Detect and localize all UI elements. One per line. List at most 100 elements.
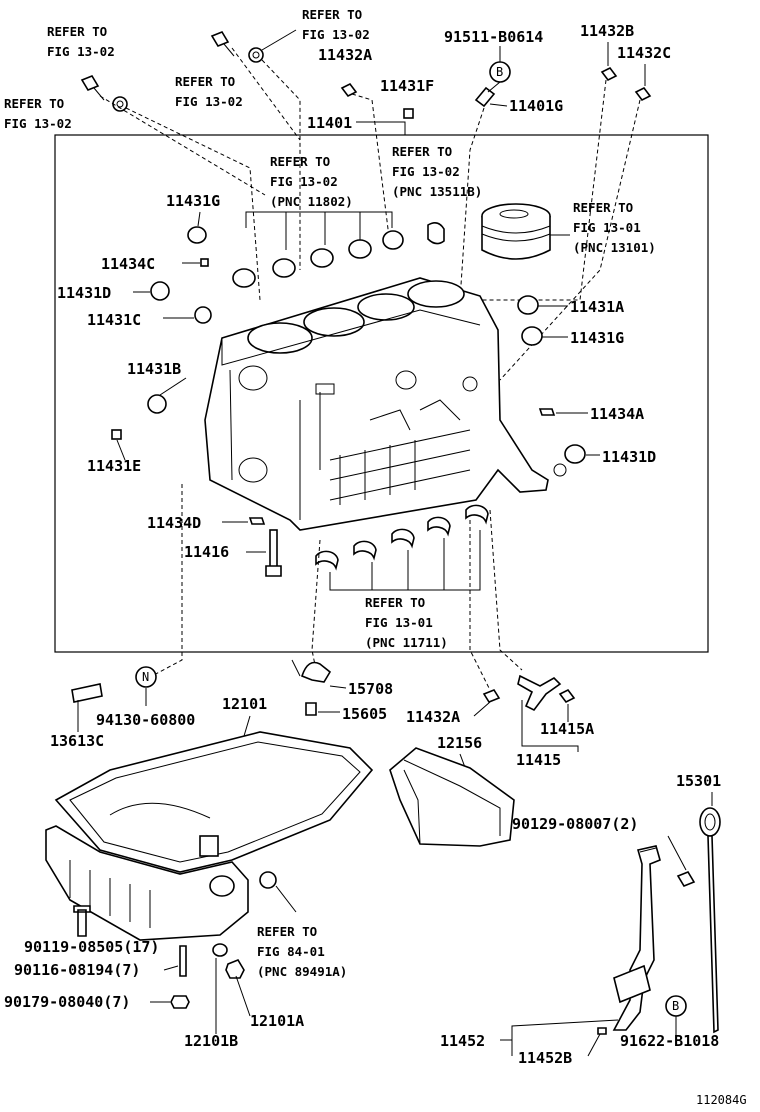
label-refer-fig1302-c2: FIG 13-02 bbox=[175, 94, 243, 109]
label-11434C: 11434C bbox=[101, 255, 155, 273]
oil-jet-15708 bbox=[291, 659, 332, 683]
bolt-90119 bbox=[73, 905, 91, 937]
block-frame bbox=[54, 134, 709, 653]
label-11432A-top: 11432A bbox=[318, 46, 372, 64]
label-ref-13511-1: REFER TO bbox=[392, 144, 452, 159]
oring-11452B bbox=[597, 1027, 607, 1035]
label-ref-11802-2: FIG 13-02 bbox=[270, 174, 338, 189]
plug-11431D-right bbox=[564, 444, 586, 464]
cylinder-block-11401 bbox=[204, 277, 567, 531]
label-11434D: 11434D bbox=[147, 514, 201, 532]
label-90116: 90116-08194(7) bbox=[14, 961, 140, 979]
label-refer-fig1302-a: REFER TO bbox=[47, 24, 107, 39]
gasket-12101B bbox=[212, 943, 228, 957]
label-13613C: 13613C bbox=[50, 732, 104, 750]
plug-11431A bbox=[517, 295, 539, 315]
lower-bearings bbox=[315, 504, 489, 571]
label-refer-fig1302-b: REFER TO bbox=[4, 96, 64, 111]
label-ref-13101-3: (PNC 13101) bbox=[573, 240, 656, 255]
label-ref-11711-2: FIG 13-01 bbox=[365, 615, 433, 630]
label-refer-fig1302-a2: FIG 13-02 bbox=[47, 44, 115, 59]
dipstick-15301 bbox=[699, 807, 721, 1034]
baffle-12156 bbox=[389, 747, 515, 847]
label-refer-fig1302-c: REFER TO bbox=[175, 74, 235, 89]
label-ref-89491-1: REFER TO bbox=[257, 924, 317, 939]
svg-text:B: B bbox=[496, 65, 503, 79]
footer-code: 112084G bbox=[696, 1093, 747, 1107]
label-11432C: 11432C bbox=[617, 44, 671, 62]
pin-11434D bbox=[248, 517, 266, 525]
label-90129: 90129-08007(2) bbox=[512, 815, 638, 833]
dipstick-guide-11452 bbox=[612, 845, 661, 1031]
plug-11431G-right bbox=[521, 326, 543, 346]
label-15605: 15605 bbox=[342, 705, 387, 723]
piston-13101 bbox=[481, 203, 551, 260]
label-refer-fig1302-d2: FIG 13-02 bbox=[302, 27, 370, 42]
label-12101: 12101 bbox=[222, 695, 267, 713]
label-11434A: 11434A bbox=[590, 405, 644, 423]
callout-B-bottom: B bbox=[665, 995, 687, 1017]
label-11431F: 11431F bbox=[380, 77, 434, 95]
label-11452: 11452 bbox=[440, 1032, 485, 1050]
plug-11431E bbox=[111, 429, 122, 440]
label-11431A: 11431A bbox=[570, 298, 624, 316]
nozzle-11401G bbox=[474, 86, 496, 108]
plug-12101A bbox=[225, 959, 245, 979]
bolt-11432A-bottom bbox=[482, 689, 501, 703]
label-ref-11802-1: REFER TO bbox=[270, 154, 330, 169]
bolt-15605 bbox=[305, 702, 317, 716]
svg-text:N: N bbox=[142, 670, 149, 684]
label-11415A: 11415A bbox=[540, 720, 594, 738]
bolt-90129 bbox=[676, 871, 696, 887]
nut-90179 bbox=[170, 995, 190, 1009]
label-11431B: 11431B bbox=[127, 360, 181, 378]
bolt-11416 bbox=[265, 529, 282, 577]
label-11431D-right: 11431D bbox=[602, 448, 656, 466]
label-12101A: 12101A bbox=[250, 1012, 304, 1030]
pin-11434A bbox=[538, 408, 556, 416]
plug-11431C bbox=[194, 306, 212, 324]
gasket-89491A bbox=[259, 871, 277, 889]
label-11431G-right: 11431G bbox=[570, 329, 624, 347]
svg-text:B: B bbox=[672, 999, 679, 1013]
label-ref-11711-3: (PNC 11711) bbox=[365, 635, 448, 650]
label-ref-11711-1: REFER TO bbox=[365, 595, 425, 610]
label-ref-89491-2: FIG 84-01 bbox=[257, 944, 325, 959]
plug-11431B bbox=[147, 394, 167, 414]
label-11432A-bottom: 11432A bbox=[406, 708, 460, 726]
label-11431C: 11431C bbox=[87, 311, 141, 329]
label-11415: 11415 bbox=[516, 751, 561, 769]
label-12156: 12156 bbox=[437, 734, 482, 752]
bolt-11432C bbox=[634, 86, 652, 102]
label-11431D-left: 11431D bbox=[57, 284, 111, 302]
label-91511: 91511-B0614 bbox=[444, 28, 543, 46]
union-11415 bbox=[517, 674, 576, 712]
plug-11431F bbox=[403, 108, 414, 119]
label-11432B: 11432B bbox=[580, 22, 634, 40]
label-12101B: 12101B bbox=[184, 1032, 238, 1050]
plug-11431D-left bbox=[150, 281, 170, 301]
label-90179: 90179-08040(7) bbox=[4, 993, 130, 1011]
label-ref-13101-1: REFER TO bbox=[573, 200, 633, 215]
callout-B-top: B bbox=[489, 61, 511, 83]
label-11431E: 11431E bbox=[87, 457, 141, 475]
label-11401G: 11401G bbox=[509, 97, 563, 115]
oil-pan-12101 bbox=[45, 731, 374, 941]
callout-N: N bbox=[135, 666, 157, 688]
label-ref-13101-2: FIG 13-01 bbox=[573, 220, 641, 235]
label-11401: 11401 bbox=[307, 114, 352, 132]
label-90119: 90119-08505(17) bbox=[24, 938, 159, 956]
piston-pin-13511B bbox=[427, 221, 445, 245]
label-ref-13511-3: (PNC 13511B) bbox=[392, 184, 482, 199]
plug-11431G-left bbox=[187, 226, 207, 244]
label-15301: 15301 bbox=[676, 772, 721, 790]
label-11431G-left: 11431G bbox=[166, 192, 220, 210]
label-ref-11802-3: (PNC 11802) bbox=[270, 194, 353, 209]
label-11452B: 11452B bbox=[518, 1049, 572, 1067]
label-refer-fig1302-b2: FIG 13-02 bbox=[4, 116, 72, 131]
label-11416: 11416 bbox=[184, 543, 229, 561]
pin-11434C bbox=[200, 258, 209, 267]
label-ref-89491-3: (PNC 89491A) bbox=[257, 964, 347, 979]
top-left-bolts bbox=[80, 31, 264, 112]
